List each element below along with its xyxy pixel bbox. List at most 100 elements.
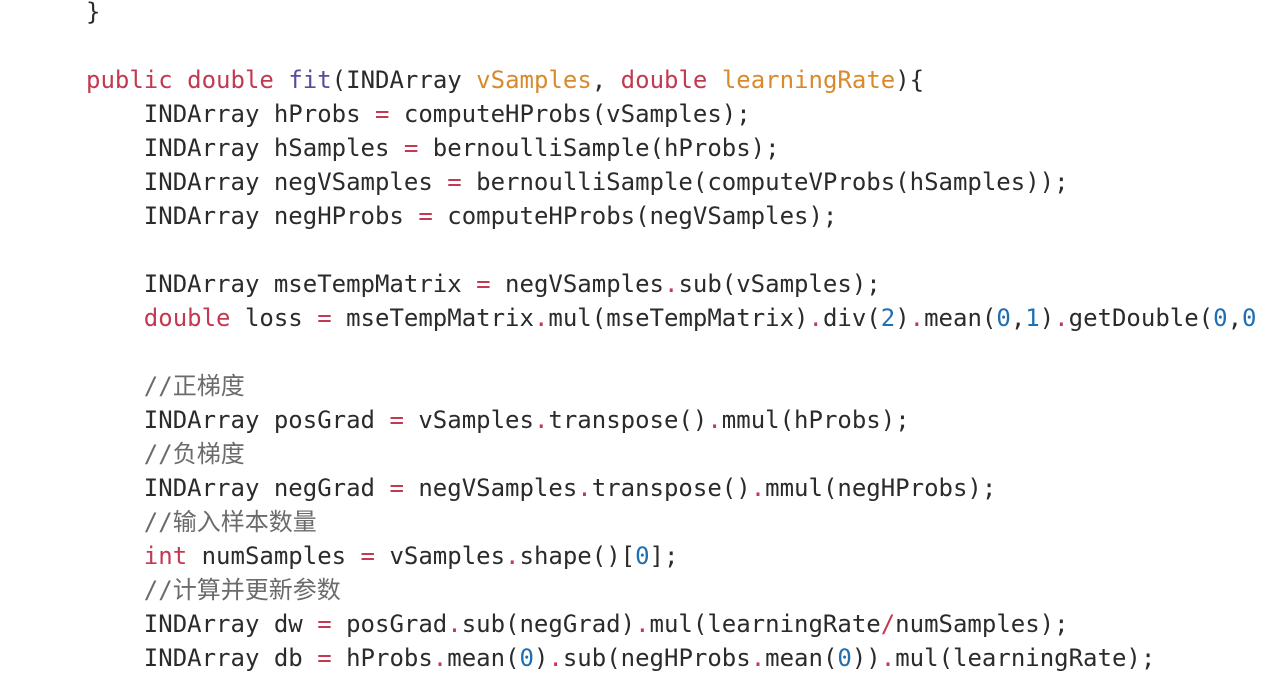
code-token: mean( xyxy=(924,304,997,332)
operator-token: = xyxy=(317,304,332,332)
operator-token: = xyxy=(476,270,491,298)
number-token: 1 xyxy=(1025,304,1040,332)
code-token xyxy=(274,66,288,94)
code-token: numSamples xyxy=(187,542,361,570)
code-token: negVSamples xyxy=(490,270,664,298)
code-line: INDArray hSamples = bernoulliSample(hPro… xyxy=(86,131,1256,165)
code-token: loss xyxy=(230,304,318,332)
code-token: numSamples); xyxy=(895,610,1069,638)
parameter-token: learningRate xyxy=(721,66,896,94)
operator-token: / xyxy=(880,610,896,638)
operator-token: = xyxy=(389,474,404,502)
code-token: )) xyxy=(851,644,881,672)
code-token: sub(negGrad) xyxy=(461,610,636,638)
code-token: negVSamples xyxy=(403,474,578,502)
code-token: getDouble( xyxy=(1068,304,1214,332)
function-name-token: fit xyxy=(288,66,332,94)
code-token: mean( xyxy=(447,644,520,672)
code-token: INDArray negHProbs xyxy=(86,202,419,230)
number-token: 2 xyxy=(880,304,896,332)
code-token: INDArray dw xyxy=(86,610,318,638)
code-token: sub(negHProbs xyxy=(562,644,751,672)
code-line: //正梯度 xyxy=(86,369,1256,403)
code-token: } xyxy=(86,0,101,26)
code-token: sub(vSamples); xyxy=(678,270,881,298)
code-token: ) xyxy=(1039,304,1055,332)
code-token: mul(mseTempMatrix) xyxy=(548,304,809,332)
code-token: INDArray hSamples xyxy=(86,134,404,162)
code-token: shape()[ xyxy=(519,542,636,570)
comment-token: //正梯度 xyxy=(86,372,245,400)
code-token: INDArray negGrad xyxy=(86,474,390,502)
operator-token: . xyxy=(533,304,549,332)
number-token: 0 xyxy=(1213,304,1228,332)
code-line: //计算并更新参数 xyxy=(86,573,1256,607)
code-token: div( xyxy=(822,304,881,332)
code-line: INDArray mseTempMatrix = negVSamples.sub… xyxy=(86,267,1256,301)
code-token: transpose() xyxy=(548,406,708,434)
code-line: INDArray hProbs = computeHProbs(vSamples… xyxy=(86,97,1256,131)
operator-token: = xyxy=(447,168,462,196)
operator-token: . xyxy=(548,644,563,672)
operator-token: . xyxy=(432,644,448,672)
operator-token: . xyxy=(635,610,650,638)
code-token xyxy=(86,304,144,332)
operator-token: . xyxy=(808,304,823,332)
code-line: INDArray negHProbs = computeHProbs(negVS… xyxy=(86,199,1256,233)
blank-line xyxy=(86,335,1256,369)
code-token: vSamples xyxy=(375,542,506,570)
blank-line xyxy=(86,233,1256,267)
parameter-token: vSamples xyxy=(476,66,592,94)
code-line: //输入样本数量 xyxy=(86,505,1256,539)
code-line: INDArray dw = posGrad.sub(negGrad).mul(l… xyxy=(86,607,1256,641)
number-token: 0 xyxy=(635,542,650,570)
operator-token: . xyxy=(447,610,462,638)
code-token xyxy=(86,542,144,570)
number-token: 0 xyxy=(519,644,534,672)
code-token: hProbs xyxy=(331,644,433,672)
code-token: mul(learningRate xyxy=(649,610,881,638)
code-token: mmul(hProbs); xyxy=(721,406,910,434)
operator-token: . xyxy=(750,644,766,672)
comment-token: //计算并更新参数 xyxy=(86,576,341,604)
operator-token: = xyxy=(360,542,375,570)
number-token: 0 xyxy=(1242,304,1257,332)
comment-token: //输入样本数量 xyxy=(86,508,317,536)
code-token: INDArray negVSamples xyxy=(86,168,448,196)
operator-token: . xyxy=(880,644,896,672)
code-line: INDArray posGrad = vSamples.transpose().… xyxy=(86,403,1256,437)
keyword-token: public xyxy=(86,66,173,94)
code-token xyxy=(173,66,187,94)
code-line: public double fit(INDArray vSamples, dou… xyxy=(86,63,1256,97)
code-line: } xyxy=(86,0,1256,29)
operator-token: . xyxy=(909,304,925,332)
code-token: , xyxy=(1010,304,1026,332)
code-token: mul(learningRate); xyxy=(895,644,1156,672)
code-line: int numSamples = vSamples.shape()[0]; xyxy=(86,539,1256,573)
operator-token: . xyxy=(707,406,722,434)
code-token: mseTempMatrix xyxy=(331,304,534,332)
code-token: transpose() xyxy=(591,474,751,502)
operator-token: = xyxy=(403,134,419,162)
comment-token: //负梯度 xyxy=(86,440,245,468)
code-token: (INDArray xyxy=(331,66,477,94)
operator-token: . xyxy=(663,270,679,298)
code-token: INDArray hProbs xyxy=(86,100,375,128)
code-token: bernoulliSample(hProbs); xyxy=(418,134,780,162)
code-token: INDArray db xyxy=(86,644,318,672)
code-token: computeHProbs(negVSamples); xyxy=(432,202,838,230)
code-token: ) xyxy=(533,644,549,672)
code-token: ) xyxy=(895,304,910,332)
operator-token: = xyxy=(418,202,433,230)
code-line: INDArray negGrad = negVSamples.transpose… xyxy=(86,471,1256,505)
code-line: double loss = mseTempMatrix.mul(mseTempM… xyxy=(86,301,1257,335)
operator-token: . xyxy=(750,474,766,502)
code-line: INDArray db = hProbs.mean(0).sub(negHPro… xyxy=(86,641,1256,674)
operator-token: = xyxy=(374,100,390,128)
operator-token: . xyxy=(505,542,520,570)
code-token: bernoulliSample(computeVProbs(hSamples))… xyxy=(461,168,1069,196)
keyword-token: double xyxy=(143,304,231,332)
operator-token: = xyxy=(317,644,332,672)
operator-token: . xyxy=(1054,304,1069,332)
